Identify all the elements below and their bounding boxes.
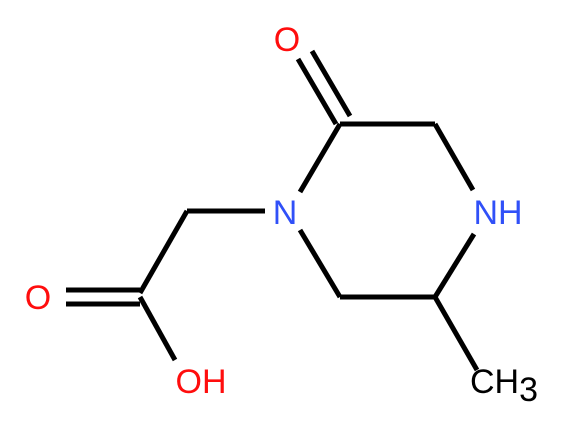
hydroxyl-label: OH — [176, 363, 227, 401]
bond-ring-n4-c5 — [432, 232, 477, 299]
bond-acid-oh — [137, 295, 178, 362]
bond-carbonyl-2 — [309, 49, 353, 118]
bond-ring-n1-c2 — [297, 122, 343, 194]
bond-ring-c3-n4 — [432, 122, 476, 192]
amide-nitrogen-label: N — [273, 194, 298, 232]
amine-nh-label: NH — [473, 194, 522, 232]
bond-methyl — [432, 295, 480, 372]
bond-ch2-cooh — [137, 209, 190, 295]
methyl-label-main: CH — [470, 363, 519, 401]
methyl-label-subscript: 3 — [519, 371, 538, 409]
bond-carbonyl-1 — [295, 57, 339, 126]
acid-oxygen-label: O — [25, 279, 51, 317]
bond-ring-c6-n1 — [297, 228, 343, 299]
methyl-label: CH3 — [470, 363, 538, 409]
carbonyl-oxygen-label: O — [274, 21, 300, 59]
